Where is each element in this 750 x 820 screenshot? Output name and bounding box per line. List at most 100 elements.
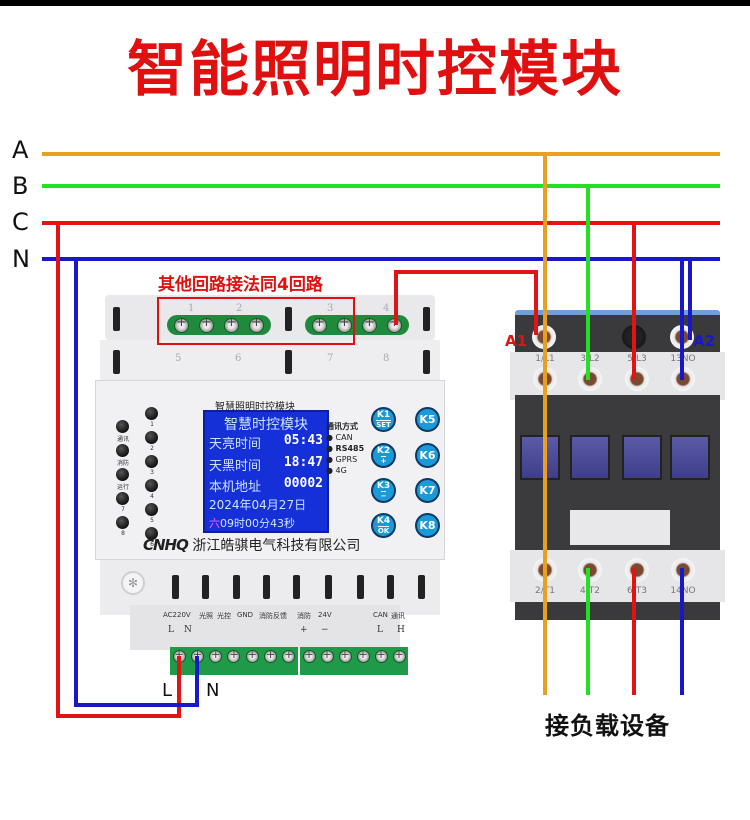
screw-terminal[interactable] <box>174 315 189 333</box>
module-base <box>130 605 400 650</box>
screw-5-l3[interactable] <box>625 367 649 391</box>
terminal-number: 7 <box>327 353 334 364</box>
wire-circuit4-to-a1 <box>394 270 538 335</box>
screw-terminal[interactable] <box>209 648 223 663</box>
vent-slot <box>423 350 430 374</box>
key-k6[interactable]: K6 <box>415 443 440 468</box>
terminal-block-3-4 <box>305 315 409 335</box>
led-label: 6 <box>150 541 154 548</box>
key-k3-minus[interactable]: K3− <box>371 478 396 503</box>
led-indicator <box>145 455 158 468</box>
screw-terminal[interactable] <box>312 315 327 333</box>
screw-terminal[interactable] <box>264 648 278 663</box>
screw-terminal[interactable] <box>302 648 316 663</box>
wiring-note: 其他回路接法同4回路 <box>158 275 323 295</box>
screw-terminal[interactable] <box>337 315 352 333</box>
lcd-value: 05:43 <box>283 433 323 448</box>
screw-terminal[interactable] <box>199 315 214 333</box>
contact-window <box>622 435 662 480</box>
key-k2-plus[interactable]: K2+ <box>371 443 396 468</box>
module-upper-step <box>100 340 440 380</box>
terminal-label: 24V <box>318 611 332 619</box>
led-label: 7 <box>121 506 125 513</box>
terminal-number: 5 <box>175 353 182 364</box>
module-label: 智慧照明时控模块 <box>215 402 295 413</box>
lcd-time: 09时00分43秒 <box>220 517 295 530</box>
screw-terminal[interactable] <box>356 648 370 663</box>
led-label: 通讯 <box>116 436 129 443</box>
comm-heading: 通讯方式 <box>326 422 358 431</box>
terminal-label: 6/T3 <box>627 586 647 596</box>
lcd-label: 天黑时间 <box>209 459 262 474</box>
terminal-label: AC220V <box>163 611 191 619</box>
terminal-sub-label: N <box>184 625 192 635</box>
lcd-time-row: 六09时00分43秒 <box>209 515 323 531</box>
terminal-label: 光控 <box>217 612 231 620</box>
vent-slot <box>113 350 120 374</box>
led-indicator <box>145 527 158 540</box>
terminal-label: GND <box>237 611 254 619</box>
vent-slot <box>285 307 292 331</box>
terminal-label: 光照 <box>199 612 213 620</box>
terminal-label: 通讯 <box>391 612 405 620</box>
lcd-date: 2024年04月27日 <box>209 498 307 512</box>
phase-label-b: B <box>12 172 29 200</box>
top-border <box>0 0 750 6</box>
key-k8[interactable]: K8 <box>415 513 440 538</box>
contactor-slider <box>570 510 670 545</box>
lcd-weekday: 六 <box>209 517 220 530</box>
screw-terminal[interactable] <box>362 315 377 333</box>
contactor-base <box>515 602 720 620</box>
led-label: 运行 <box>116 484 129 491</box>
lcd-value: 00002 <box>283 476 323 491</box>
screw-terminal[interactable] <box>320 648 334 663</box>
led-indicator <box>145 503 158 516</box>
vent-slot <box>293 575 300 599</box>
led-indicator <box>145 479 158 492</box>
page-title: 智能照明时控模块 <box>127 35 623 105</box>
terminal-label: 消防 <box>297 612 311 620</box>
vent-slot <box>202 575 209 599</box>
screw-6-t3[interactable] <box>625 558 649 582</box>
lcd-screen: 智慧时控模块 天亮时间 05:43 天黑时间 18:47 本机地址 00002 … <box>203 410 329 533</box>
vent-slot <box>263 575 270 599</box>
led-label: 8 <box>121 530 125 537</box>
lcd-row-sunrise: 天亮时间 05:43 <box>209 433 323 452</box>
screw-terminal[interactable] <box>249 315 264 333</box>
screw-terminal[interactable] <box>392 648 406 663</box>
brand-logo: CNHQ <box>143 536 189 554</box>
led-label: 5 <box>150 517 154 524</box>
key-k5[interactable]: K5 <box>415 407 440 432</box>
terminal-label: CAN <box>373 611 388 619</box>
vent-slot <box>113 307 120 331</box>
coil-label-a2: A2 <box>693 332 716 350</box>
terminal-number: 2 <box>236 303 243 314</box>
vent-slot <box>423 307 430 331</box>
load-label: 接负载设备 <box>545 712 670 740</box>
lcd-row-sunset: 天黑时间 18:47 <box>209 455 323 474</box>
terminal-number: 6 <box>235 353 242 364</box>
comm-item: ● CAN <box>326 433 353 442</box>
terminal-label: 消防反馈 <box>259 612 287 620</box>
screw-terminal[interactable] <box>338 648 352 663</box>
coil-label-a1: A1 <box>505 332 528 350</box>
screw-terminal[interactable] <box>224 315 239 333</box>
screw-terminal[interactable] <box>282 648 296 663</box>
led-indicator <box>116 492 129 505</box>
screw-terminal[interactable] <box>374 648 388 663</box>
key-k7[interactable]: K7 <box>415 478 440 503</box>
screw-terminal[interactable] <box>245 648 259 663</box>
screw-terminal[interactable] <box>227 648 241 663</box>
led-label: 1 <box>150 421 154 428</box>
terminal-number: 3 <box>327 303 334 314</box>
led-label: 4 <box>150 493 154 500</box>
led-indicator <box>145 407 158 420</box>
led-label: 消防 <box>116 460 129 467</box>
led-indicator <box>116 516 129 529</box>
lcd-value: 18:47 <box>283 455 323 470</box>
supply-label-l: L <box>162 680 173 701</box>
vent-slot <box>285 350 292 374</box>
contact-window <box>570 435 610 480</box>
